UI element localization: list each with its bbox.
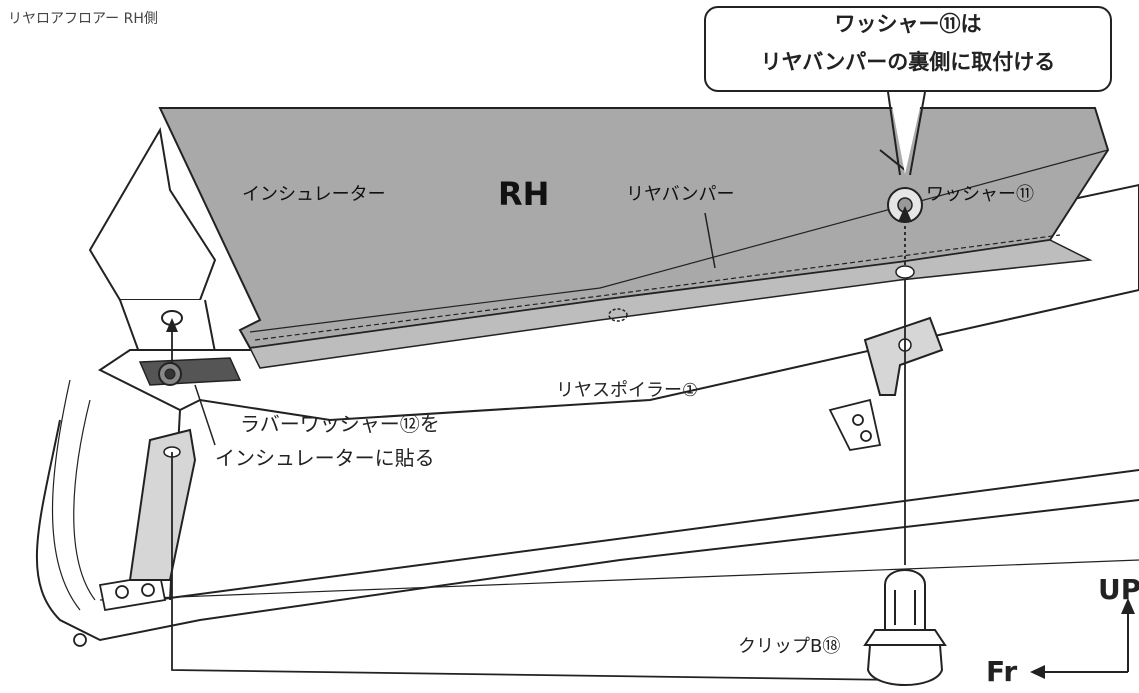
callout-line-1: ワッシャー⑪は [834,12,982,36]
fr-arrow-head [1030,665,1045,679]
up-direction-label: UP [1098,573,1139,606]
insulator-label: インシュレーター [242,184,386,205]
insulator-center-hole [608,308,628,322]
insulator-lower-lip [248,239,1093,369]
left-edge-lines [51,379,81,611]
left-bracket [128,428,197,581]
bumper-dashed-edge [254,234,1061,341]
washer-11-label: ワッシャー⑪ [926,184,1034,205]
callout-box [704,6,1112,92]
bumper-leader [704,212,716,269]
callout-pointer-left [887,91,901,176]
right-arrow-head [898,206,912,222]
section-title: リヤロアフロアー RH側 [8,11,158,27]
left-arrow-head [166,318,178,332]
spoiler-mount-right [828,398,882,451]
rh-label: RH [498,175,550,213]
rear-bumper-label: リヤバンパー [626,184,735,205]
rubber-washer-12-hole [164,368,176,380]
rubber-washer-leader [194,384,216,446]
rear-spoiler-label: リヤスポイラー① [556,380,699,401]
clip-b18-label: クリップB⑱ [738,636,841,657]
right-bracket [863,316,944,396]
rubber-washer-label-line-2: インシュレーターに貼る [215,446,435,470]
up-arrow-head [1121,598,1135,614]
front-direction-label: Fr [986,655,1018,688]
clip-b18 [863,569,947,686]
callout-pointer-fill [889,90,924,174]
bumper-edge [249,149,1109,333]
callout-line-2: リヤバンパーの裏側に取付ける [760,50,1056,74]
rubber-washer-label-line-1: ラバーワッシャー⑫を [240,412,440,436]
callout-pointer-right [909,91,926,176]
left-edge-lines-2 [73,399,96,601]
left-frame [88,127,217,357]
panel-fold-line [879,149,906,171]
rubber-washer-tab [138,357,242,386]
bumper-hole [895,265,915,279]
